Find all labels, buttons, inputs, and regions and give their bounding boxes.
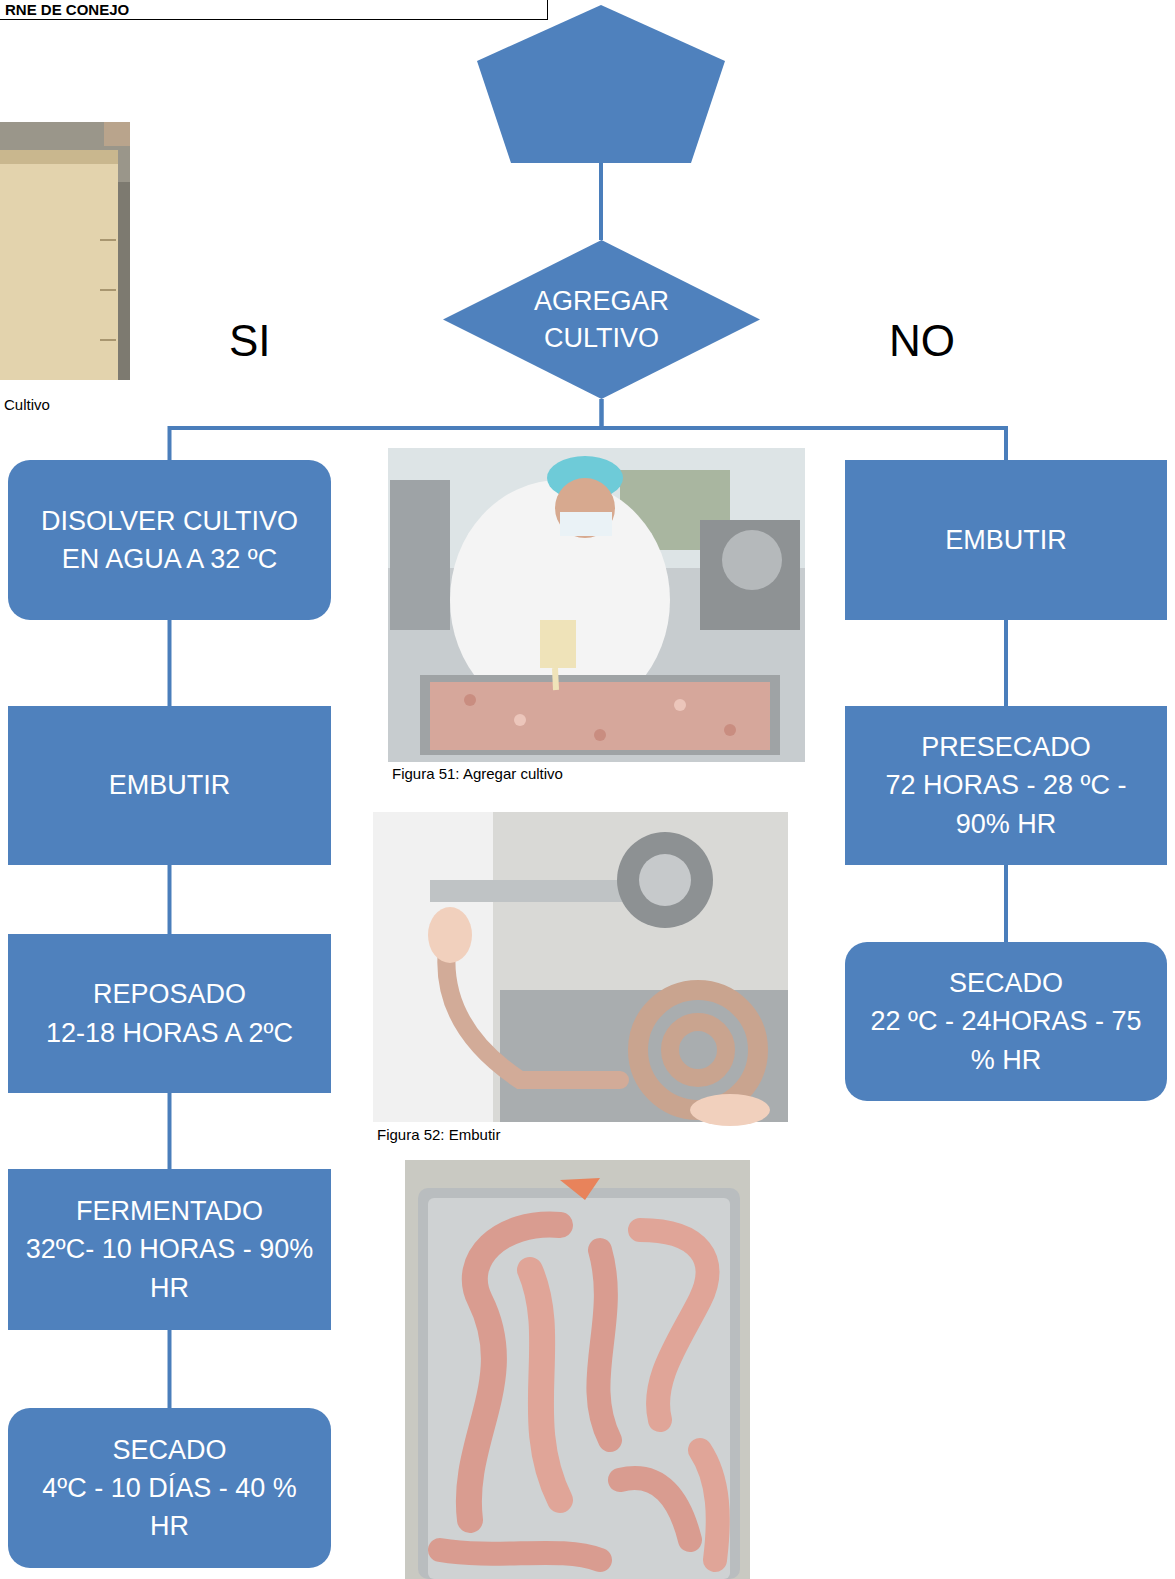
flow-connector bbox=[1004, 620, 1008, 706]
flow-connector bbox=[602, 399, 1007, 460]
node-title: AGREGAR CULTIVO bbox=[519, 283, 684, 356]
flow-connector bbox=[170, 399, 602, 460]
figure-caption: Cultivo bbox=[4, 396, 50, 413]
branch-label: SI bbox=[229, 316, 271, 366]
flow-connector bbox=[168, 865, 172, 934]
figure-caption: Figura 52: Embutir bbox=[377, 1126, 500, 1143]
node-detail: 22 ºC - 24HORAS - 75 % HR bbox=[859, 1002, 1153, 1079]
flow-connector bbox=[168, 620, 172, 706]
node-title: PRESECADO bbox=[921, 728, 1091, 766]
stem-line bbox=[599, 163, 603, 240]
process-box: REPOSADO12-18 HORAS A 2ºC bbox=[8, 934, 331, 1093]
node-title: DISOLVER CULTIVO EN AGUA A 32 ºC bbox=[22, 502, 317, 579]
terminal-box: SECADO4ºC - 10 DÍAS - 40 % HR bbox=[8, 1408, 331, 1568]
node-title: EMBUTIR bbox=[109, 766, 231, 804]
node-title: FERMENTADO bbox=[76, 1192, 263, 1230]
flow-connector bbox=[1004, 865, 1008, 942]
node-title: RNE DE CONEJO bbox=[5, 1, 129, 19]
branch-label: NO bbox=[889, 316, 955, 366]
terminal-box: SECADO22 ºC - 24HORAS - 75 % HR bbox=[845, 942, 1167, 1101]
process-box: PRESECADO72 HORAS - 28 ºC - 90% HR bbox=[845, 706, 1167, 865]
beaker-photo bbox=[0, 122, 130, 380]
header-box: RNE DE CONEJO bbox=[0, 0, 548, 20]
photo-sausages bbox=[405, 1160, 750, 1579]
node-title: REPOSADO bbox=[93, 975, 246, 1013]
photo-stuffing bbox=[373, 812, 788, 1126]
process-box: FERMENTADO32ºC- 10 HORAS - 90% HR bbox=[8, 1169, 331, 1330]
node-title: SECADO bbox=[949, 964, 1063, 1002]
node-detail: 12-18 HORAS A 2ºC bbox=[46, 1014, 293, 1052]
node-title: EMBUTIR bbox=[945, 521, 1067, 559]
figure-caption: Figura 51: Agregar cultivo bbox=[392, 765, 563, 782]
flow-connector bbox=[168, 1093, 172, 1169]
photo-adding-culture bbox=[388, 448, 805, 762]
diamond-outline bbox=[443, 240, 760, 399]
node-detail: 32ºC- 10 HORAS - 90% HR bbox=[22, 1230, 317, 1307]
process-box: EMBUTIR bbox=[845, 460, 1167, 620]
decision-diamond: AGREGAR CULTIVO bbox=[443, 240, 760, 399]
process-box: DISOLVER CULTIVO EN AGUA A 32 ºC bbox=[8, 460, 331, 620]
pentagon-shape bbox=[477, 5, 725, 163]
process-box: EMBUTIR bbox=[8, 706, 331, 865]
node-title: SECADO bbox=[112, 1431, 226, 1469]
diamond-shape bbox=[443, 240, 760, 399]
flow-connector bbox=[168, 1330, 172, 1408]
node-detail: 72 HORAS - 28 ºC - 90% HR bbox=[859, 766, 1153, 843]
node-detail: 4ºC - 10 DÍAS - 40 % HR bbox=[22, 1469, 317, 1546]
